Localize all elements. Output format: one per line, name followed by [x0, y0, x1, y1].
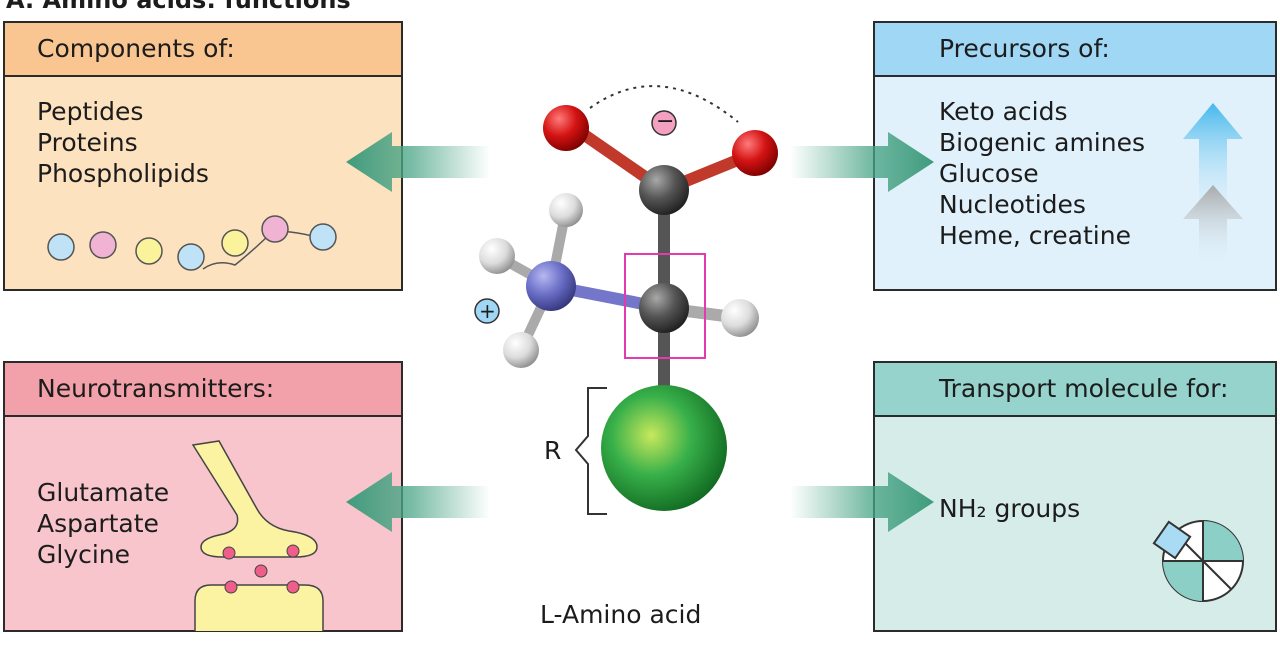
upward-arrows-icon	[1183, 103, 1243, 267]
list-item: NH₂ groups	[939, 494, 1081, 523]
figure-title: A. Amino acids: functions	[6, 0, 351, 14]
molecule-caption: L-Amino acid	[540, 600, 702, 629]
neurotransmitters-header: Neurotransmitters:	[5, 363, 401, 417]
list-item: Phospholipids	[37, 159, 209, 188]
list-item: Nucleotides	[939, 190, 1086, 219]
synapse-icon	[191, 440, 324, 631]
list-item: Keto acids	[939, 97, 1068, 126]
list-item: Biogenic amines	[939, 128, 1145, 157]
r-brace	[574, 387, 607, 515]
positive-charge-icon	[474, 298, 500, 324]
list-item: Glycine	[37, 540, 131, 569]
arrow-left-top	[346, 132, 490, 192]
plus-sign: +	[479, 299, 496, 323]
list-item: Glucose	[939, 159, 1039, 188]
arrow-left-bottom	[346, 472, 490, 532]
negative-charge-icon	[651, 110, 677, 136]
list-item: Aspartate	[37, 509, 159, 538]
list-item: Proteins	[37, 128, 138, 157]
r-group-sphere	[601, 385, 727, 511]
alpha-carbon-box	[624, 253, 706, 359]
transport-list: NH₂ groups	[939, 493, 1080, 524]
precursors-header: Precursors of:	[875, 23, 1275, 77]
transport-box: Transport molecule for: NH₂ groups	[873, 361, 1277, 632]
minus-sign: −	[656, 109, 675, 134]
pie-transport-icon	[1152, 520, 1244, 602]
neurotransmitters-list: Glutamate Aspartate Glycine	[37, 477, 169, 570]
precursors-list: Keto acids Biogenic amines Glucose Nucle…	[939, 96, 1145, 251]
list-item: Heme, creatine	[939, 221, 1131, 250]
r-label: R	[544, 436, 562, 465]
list-item: Peptides	[37, 97, 144, 126]
components-list: Peptides Proteins Phospholipids	[37, 96, 209, 189]
arrow-right-top	[790, 132, 934, 192]
peptide-chain-illustration	[47, 215, 337, 271]
list-item: Glutamate	[37, 478, 170, 507]
components-header: Components of:	[5, 23, 401, 77]
transport-header: Transport molecule for:	[875, 363, 1275, 417]
arrow-right-bottom	[790, 472, 934, 532]
precursors-box: Precursors of: Keto acids Biogenic amine…	[873, 21, 1277, 291]
